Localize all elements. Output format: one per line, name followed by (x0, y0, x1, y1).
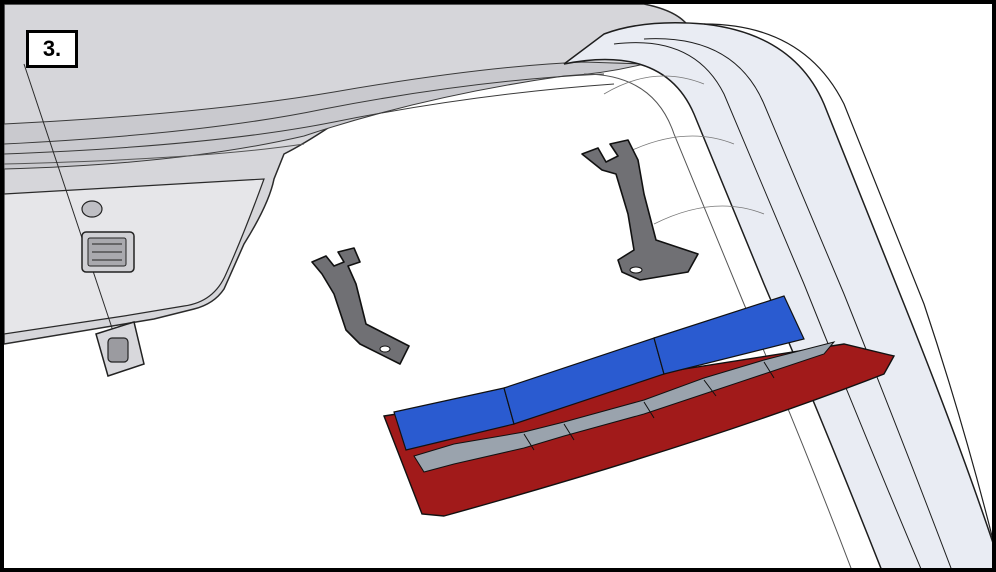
pillar-grid-1 (603, 75, 705, 95)
light-lens (383, 343, 896, 517)
step-label: 3. (26, 30, 78, 68)
light-bar (383, 295, 896, 517)
led-notches (523, 361, 775, 451)
pillar-grid-3 (653, 205, 765, 225)
roof-seam-1 (4, 73, 605, 145)
panel-crease (23, 63, 115, 335)
roof-seam-2 (4, 83, 615, 155)
pillar-edge-4 (703, 23, 992, 539)
connector-icon (81, 200, 135, 273)
light-top-segment (653, 295, 805, 375)
pillar-grid-2 (623, 135, 735, 155)
roof-seam-3 (4, 143, 305, 165)
roof-inner-band (4, 61, 645, 170)
bracket-icon (311, 247, 410, 365)
clip-icon (95, 321, 145, 377)
pillar-edge-2 (643, 38, 952, 568)
bracket-icon (581, 139, 699, 281)
assembly-drawing (4, 4, 992, 568)
led-ridge (413, 341, 836, 473)
pillar-edge-1 (613, 42, 922, 568)
